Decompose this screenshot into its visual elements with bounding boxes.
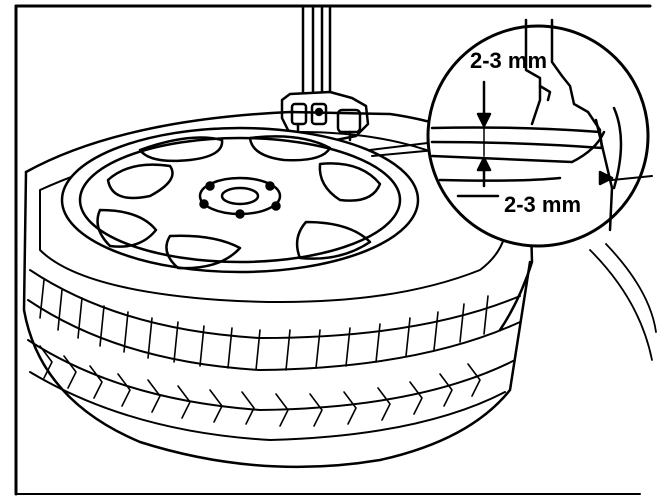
tire	[22, 110, 534, 469]
callout-top-label: 2-3 mm	[470, 48, 547, 73]
background-lines	[589, 243, 657, 361]
magnifier-detail: 2-3 mm 2-3 mm	[426, 18, 653, 248]
diagram-frame	[14, 4, 652, 496]
machine-column	[301, 4, 332, 106]
callout-leader	[369, 141, 437, 157]
callout-bottom-label: 2-3 mm	[504, 192, 581, 217]
wheel-rim	[60, 126, 420, 274]
